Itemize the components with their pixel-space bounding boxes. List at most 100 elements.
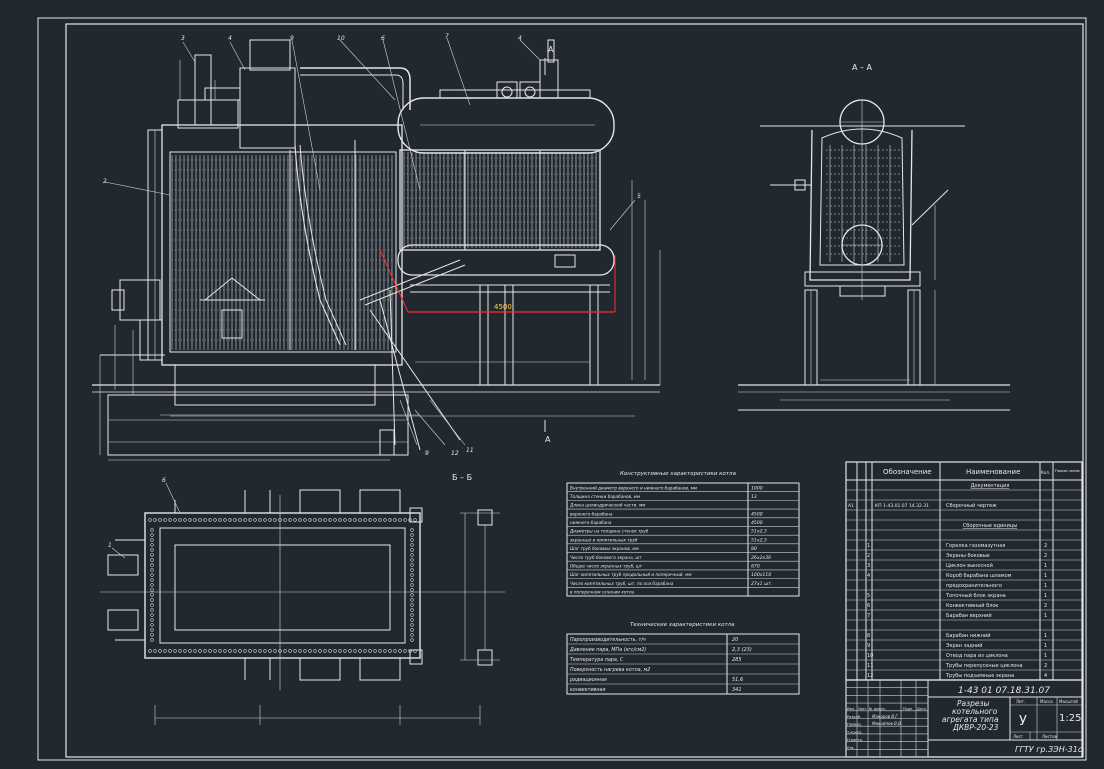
parts-row-name: Барабан верхний [946,612,992,619]
parts-row-qty: 2 [1044,553,1047,559]
spec-row-label: в поперечном сечении котла [570,590,635,595]
parts-row-qty: 4 [1044,673,1047,679]
spec-row-value: 51х2,5 [751,529,767,535]
spec-row-value: 1000 [751,485,763,491]
marker-12: 12 [451,450,459,457]
outer-frame [37,17,1087,761]
parts-row-position: 11 [867,663,873,669]
developer-name: Макаров В.Г. [872,714,899,719]
mass-label: Масса [1040,699,1053,704]
parts-header-note: Приме-чание [1055,469,1081,473]
parts-row-qty: 1 [1044,573,1047,579]
tech-row-label: Паропроизводительность, т/ч [570,637,646,643]
spec-table: Конструктивные характеристики котла Внут… [566,471,800,597]
parts-row-qty: 2 [1044,543,1047,549]
parts-row-name: Циклон выносной [946,562,993,569]
title-block-column-label: № докум. [869,707,886,711]
lit-label: Лит. [1016,699,1025,704]
scale-value: 1:25 [1059,713,1081,724]
marker-6: 6 [381,35,385,42]
marker-2: 2 [103,178,107,185]
marker-4-right: 4 [518,35,522,42]
checker-name: Михайлов В.В. [872,721,902,726]
section-a-a-view: A – A [738,63,1010,411]
spec-row-value: 26х2х36 [751,555,771,561]
spec-row-label: Длина цилиндрической части, мм [569,503,645,508]
spec-row-label: Число кипятильных труб, шт. по оси бараб… [570,581,674,586]
spec-row-label: Внутренний диаметр верхнего и нижнего ба… [570,485,697,490]
tech-row-value: 285 [732,657,742,663]
sheets-label: Листов [1042,734,1058,739]
parts-row-qty: 1 [1044,593,1047,599]
marker-11: 11 [466,447,474,454]
spec-row-value: 80 [751,546,757,552]
parts-row-position: 2 [867,553,870,559]
title-block-column-label: Изм. [847,707,855,711]
tech-row-value: 20 [732,637,738,643]
scale-label: Масштаб [1059,699,1079,704]
spec-row-value: 100х110 [751,572,771,578]
parts-row-name: Отвод пара из циклона [946,653,1008,659]
spec-row-label: Число труб бокового экрана, шт [570,555,642,560]
title-block-row-label: Т.контр. [846,730,863,734]
parts-row-name: Топочный блок экрана [945,592,1006,599]
tech-row-value: 2,3 (23) [732,647,752,653]
marker-6-plan: 6 [162,477,166,484]
sheet-label: Лист [1013,734,1024,739]
parts-row-position: 7 [867,613,870,619]
parts-row-position: 1 [867,543,870,549]
marker-3: 3 [181,35,185,42]
marker-5: 5 [637,193,641,200]
title-block-column-label: Дата [917,707,926,711]
marker-10: 10 [337,35,345,42]
spec-table-title: Конструктивные характеристики котла [620,471,737,477]
parts-row-position: 3 [867,563,870,569]
tech-row-label: радиационная [569,678,607,683]
title-code: 1-43 01 07.18.31.07 [958,686,1050,696]
parts-row-position: 10 [867,653,873,659]
parts-row-name: Короб барабана шламом [946,573,1012,579]
spec-row-label: Шаг кипятильных труб продольный и попере… [570,572,692,577]
parts-row-name: Сборочные единицы [963,523,1017,529]
parts-row-designation: КП 1-43.01.07 14.32.31 [875,503,929,509]
parts-list: Обозначение Наименование Кол. Приме-чани… [845,461,1083,681]
inner-frame [65,23,1084,758]
spec-row-value: 4500 [751,511,763,517]
parts-row-position: 8 [867,633,870,639]
parts-row-qty: 1 [1044,633,1047,639]
tech-row-value: 51,6 [732,677,743,683]
title-line-2: котельного [952,707,998,716]
parts-row-position: 12 [867,673,873,679]
parts-row-format: A1 [848,503,854,509]
tech-row-label: Поверхность нагрева котла, м2 [570,667,650,673]
section-b-b-title: Б – Б [452,473,472,482]
marker-9-top: 9 [290,35,294,42]
parts-row-name: предохранительного [946,583,1002,589]
title-block-row-label: Провер. [847,723,862,727]
tech-row-label: Температура пара, С [570,657,624,663]
section-marker-top: A [548,45,554,54]
parts-header-qty: Кол. [1041,470,1050,475]
parts-row-qty: 1 [1044,613,1047,619]
spec-row-label: Шаг труб боковых экранов, мм [570,546,639,551]
marker-9-bottom: 9 [425,450,429,457]
marker-4-left: 4 [228,35,232,42]
parts-header-name: Наименование [966,468,1020,476]
tech-table: Технические характеристики котла Паропро… [566,622,800,695]
title-line-3: агрегата типа [942,715,999,724]
parts-row-name: Трубы подъемные экрана [945,673,1014,679]
title-block: 1-43 01 07.18.31.07 Разрезы котельного а… [845,679,1083,758]
parts-row-qty: 2 [1044,603,1047,609]
parts-row-name: Конвективный блок [946,602,998,609]
spec-row-value: 870 [751,563,760,569]
tech-row-value: 341 [732,687,742,693]
section-b-b-view: Б – Б [100,473,505,725]
parts-header-designation: Обозначение [883,468,932,476]
spec-row-value: 4500 [751,520,763,526]
parts-row-qty: 1 [1044,643,1047,649]
parts-row-qty: 2 [1044,663,1047,669]
title-block-column-label: Лист [858,707,867,711]
title-block-column-label: Подп. [903,707,913,711]
parts-row-name: Документация [971,483,1010,489]
